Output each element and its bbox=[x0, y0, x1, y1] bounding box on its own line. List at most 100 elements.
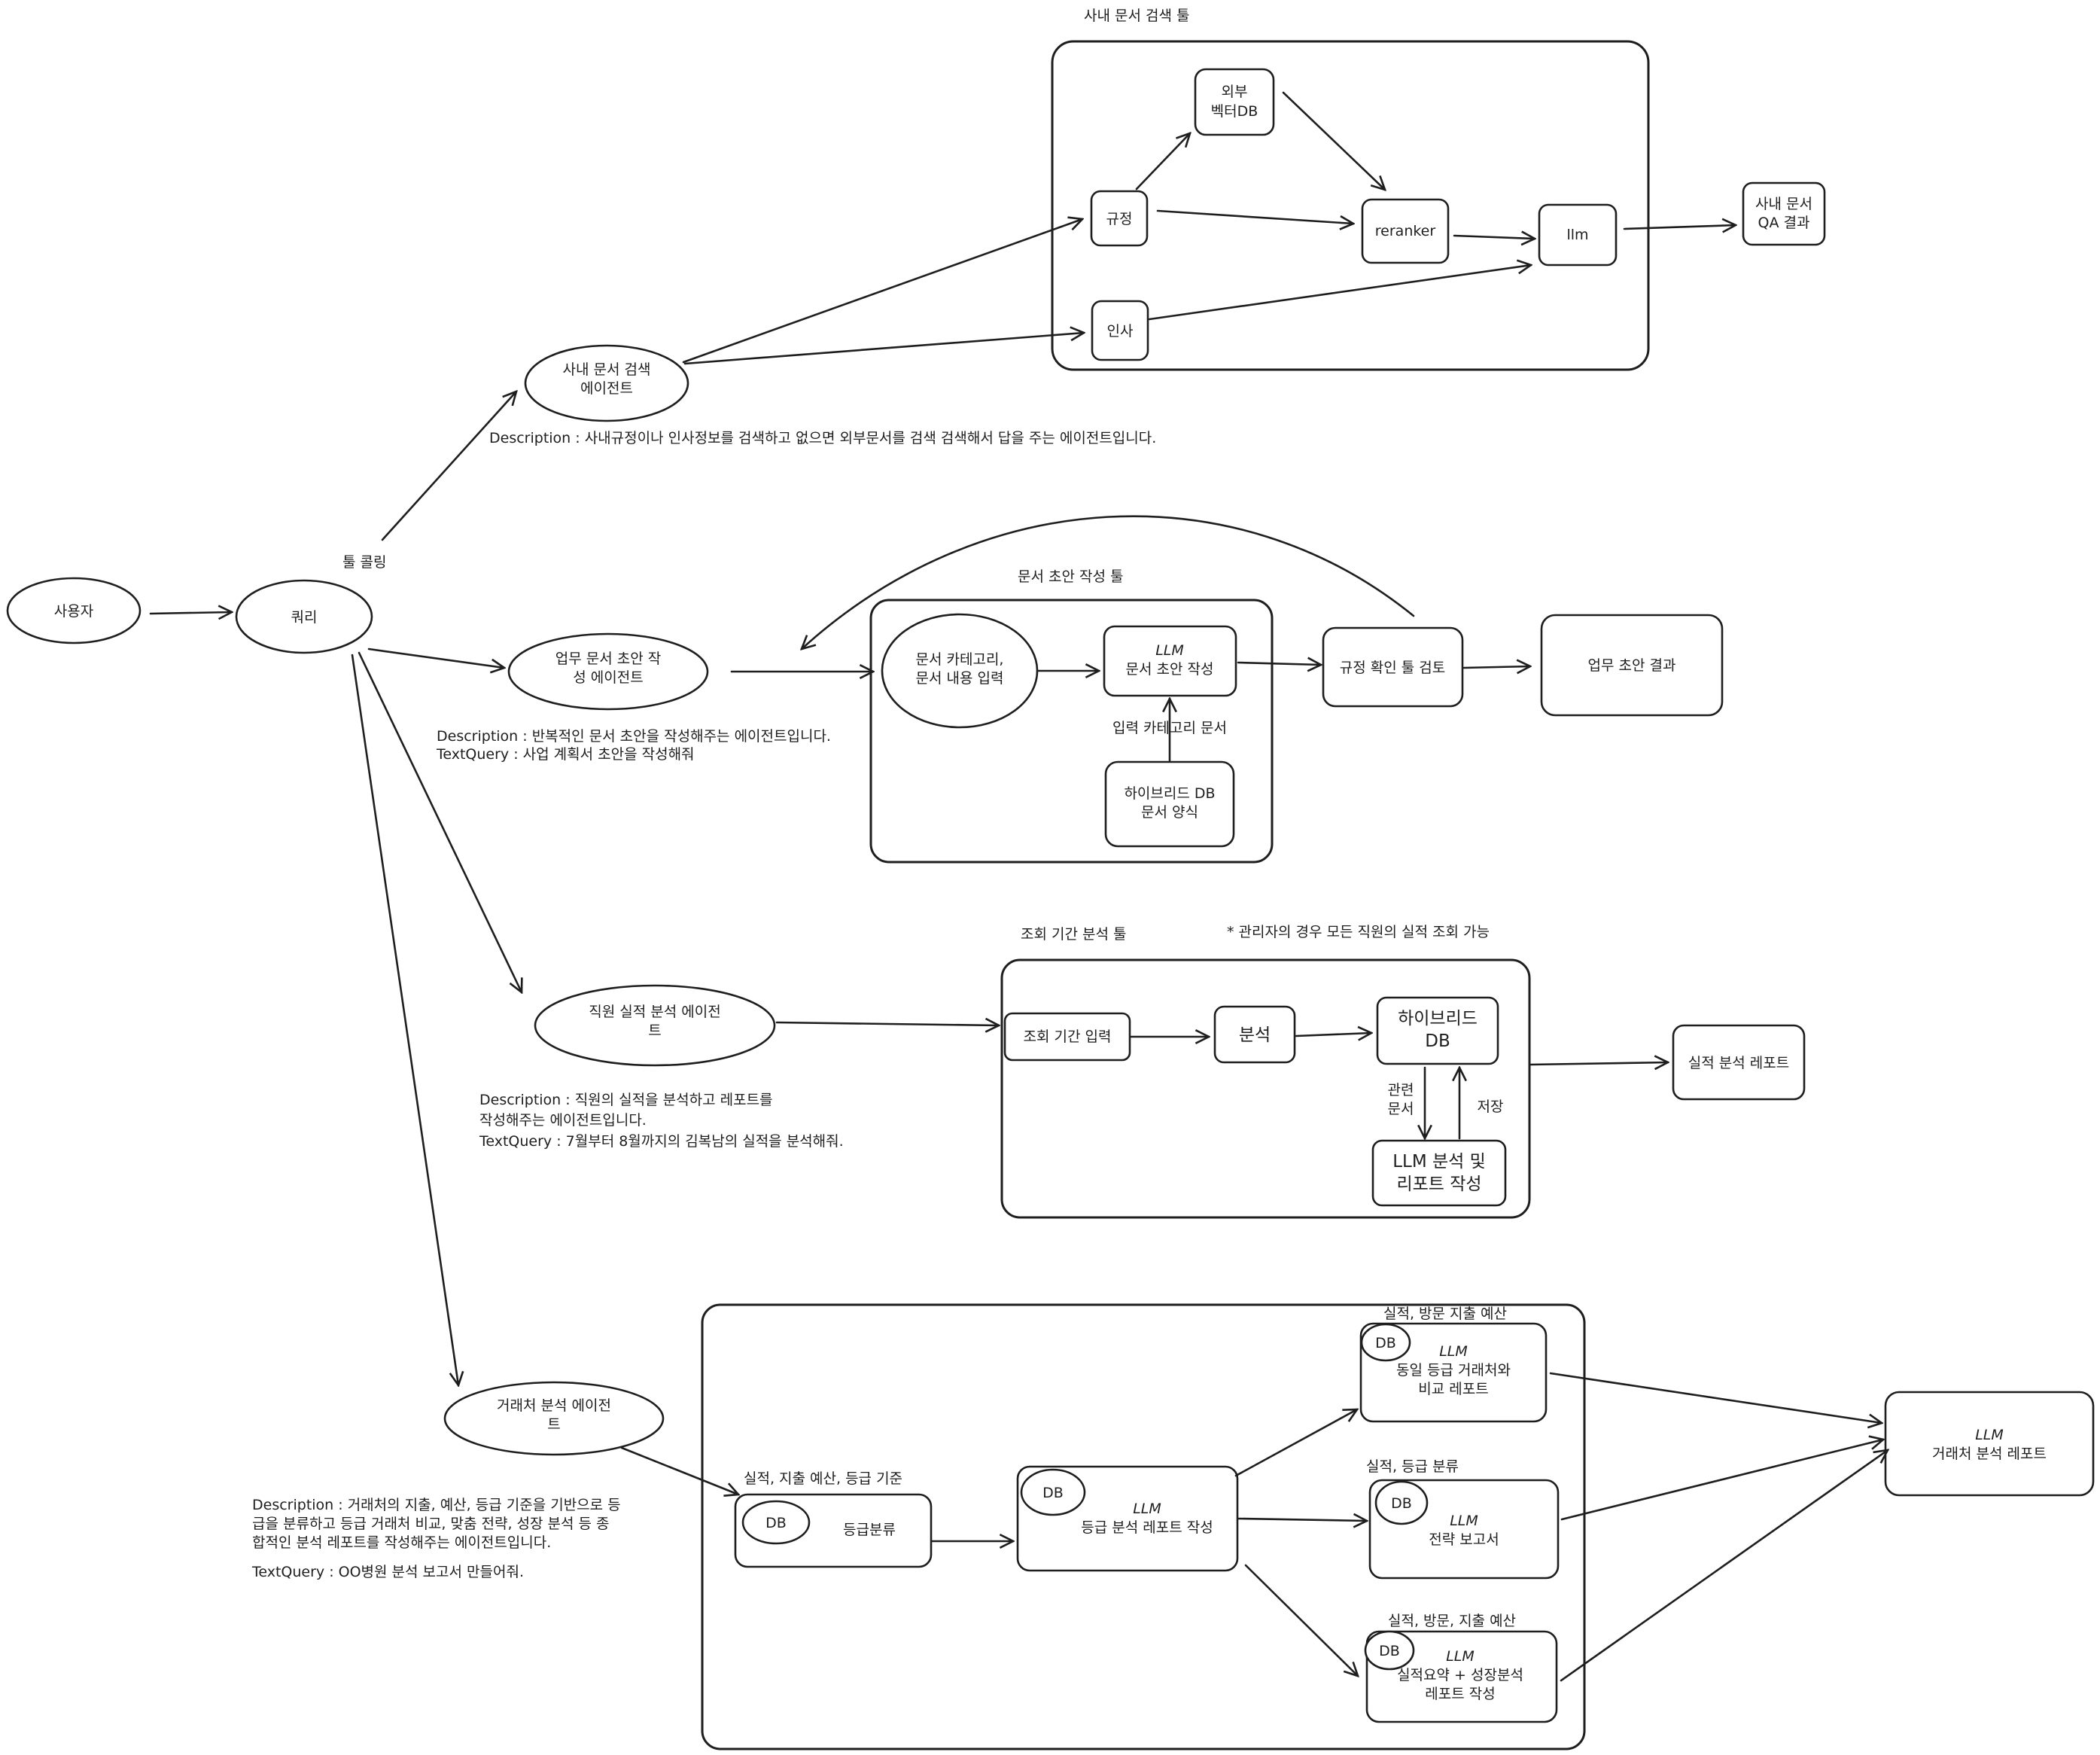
related-docs-label-1: 관련 bbox=[1388, 1082, 1414, 1098]
svg-text:LLM: LLM bbox=[1155, 642, 1184, 659]
perf-hybrid-db-node: 하이브리드 DB bbox=[1376, 996, 1499, 1065]
svg-text:문서 내용 입력: 문서 내용 입력 bbox=[916, 670, 1004, 687]
classify-input-label: 실적, 지출 예산, 등급 기준 bbox=[744, 1470, 902, 1487]
arrow-query-client bbox=[351, 654, 458, 1385]
query-node bbox=[235, 579, 373, 654]
growth-input-label: 실적, 방문, 지출 예산 bbox=[1388, 1613, 1516, 1629]
perf-text-query: TextQuery : 7월부터 8월까지의 김복남의 실적을 분석해줘. bbox=[479, 1133, 844, 1150]
svg-text:LLM: LLM bbox=[1446, 1648, 1475, 1665]
client-text-query: TextQuery : OO병원 분석 보고서 만들어줘. bbox=[251, 1564, 524, 1580]
arrow-review-result bbox=[1462, 666, 1530, 668]
arrow-agent-rules bbox=[682, 219, 1082, 364]
growth-report-node: DB LLM 실적요약 + 성장분석 레포트 작성 bbox=[1364, 1630, 1558, 1723]
draft-result-node: 업무 초안 결과 bbox=[1540, 614, 1724, 717]
arrow-user-query bbox=[149, 612, 232, 614]
svg-text:인사: 인사 bbox=[1107, 323, 1134, 340]
draft-agent: 업무 문서 초안 작 성 에이전트 bbox=[507, 632, 709, 711]
arrow-compare-final bbox=[1549, 1372, 1882, 1423]
doc-search-description: Description : 사내규정이나 인사정보를 검색하고 없으면 외부문서… bbox=[489, 430, 1156, 446]
perf-tool-title: 조회 기간 분석 툴 bbox=[1021, 926, 1126, 943]
svg-text:하이브리드: 하이브리드 bbox=[1398, 1009, 1478, 1028]
draft-tool-title: 문서 초안 작성 툴 bbox=[1018, 568, 1123, 585]
svg-text:LLM: LLM bbox=[1439, 1343, 1468, 1360]
compare-input-label: 실적, 방문 지출 예산 bbox=[1383, 1306, 1507, 1322]
grade-report-node: DB LLM 등급 분석 레포트 작성 bbox=[1016, 1465, 1239, 1572]
svg-text:레포트 작성: 레포트 작성 bbox=[1425, 1686, 1495, 1702]
svg-text:실적 분석 레포트: 실적 분석 레포트 bbox=[1688, 1055, 1789, 1071]
client-agent: 거래처 분석 에이전 트 bbox=[443, 1381, 665, 1456]
svg-text:DB: DB bbox=[1391, 1495, 1412, 1512]
svg-text:문서 초안 작성: 문서 초안 작성 bbox=[1126, 661, 1214, 678]
user-label: 사용자 bbox=[54, 603, 93, 620]
svg-text:규정 확인 툴 검토: 규정 확인 툴 검토 bbox=[1340, 660, 1445, 676]
svg-text:DB: DB bbox=[1425, 1031, 1450, 1051]
svg-text:llm: llm bbox=[1566, 227, 1588, 243]
user-node bbox=[6, 577, 142, 644]
svg-text:규정: 규정 bbox=[1106, 211, 1133, 227]
arrow-llm-result bbox=[1623, 225, 1736, 229]
svg-text:DB: DB bbox=[765, 1515, 787, 1531]
llm-analysis-report-node: LLM 분석 및 리포트 작성 bbox=[1371, 1139, 1507, 1207]
arrow-external-reranker bbox=[1282, 91, 1385, 190]
rules-node: 규정 bbox=[1090, 190, 1149, 247]
svg-text:트: 트 bbox=[648, 1022, 661, 1039]
doc-input-node: 문서 카테고리, 문서 내용 입력 bbox=[881, 613, 1039, 729]
svg-text:업무 문서 초안 작: 업무 문서 초안 작 bbox=[555, 651, 661, 667]
hr-node: 인사 bbox=[1091, 300, 1149, 361]
related-docs-label-2: 문서 bbox=[1388, 1101, 1414, 1117]
svg-text:업무 초안 결과: 업무 초안 결과 bbox=[1588, 657, 1676, 674]
svg-text:사내 문서 검색: 사내 문서 검색 bbox=[563, 361, 651, 378]
svg-text:LLM: LLM bbox=[1450, 1513, 1478, 1529]
arrow-rules-external bbox=[1135, 133, 1190, 190]
perf-report-node: 실적 분석 레포트 bbox=[1672, 1024, 1806, 1101]
doc-search-agent: 사내 문서 검색 에이전트 bbox=[524, 344, 689, 422]
connectors bbox=[149, 91, 1888, 1682]
reranker-node: reranker bbox=[1361, 198, 1450, 264]
hybrid-db-form-node: 하이브리드 DB 문서 양식 bbox=[1104, 760, 1235, 848]
arrow-query-doc-search bbox=[381, 392, 516, 541]
svg-text:에이전트: 에이전트 bbox=[580, 380, 633, 397]
perf-tool-group bbox=[1000, 958, 1531, 1219]
strategy-input-label: 실적, 등급 분류 bbox=[1366, 1458, 1459, 1475]
arrow-hr-llm bbox=[1148, 265, 1531, 321]
svg-text:리포트 작성: 리포트 작성 bbox=[1396, 1175, 1481, 1194]
draft-description: Description : 반복적인 문서 초안을 작성해주는 에이전트입니다. bbox=[437, 728, 831, 745]
rule-review-node: 규정 확인 툴 검토 bbox=[1322, 626, 1464, 708]
doc-search-tool-group bbox=[1051, 40, 1650, 371]
svg-text:문서 카테고리,: 문서 카테고리, bbox=[916, 651, 1004, 668]
svg-text:벡터DB: 벡터DB bbox=[1211, 103, 1258, 120]
arrow-analysis-hybrid bbox=[1295, 1033, 1371, 1036]
grade-classify-node: DB 등급분류 bbox=[734, 1493, 933, 1568]
svg-text:조회 기간 입력: 조회 기간 입력 bbox=[1024, 1028, 1112, 1045]
svg-text:reranker: reranker bbox=[1375, 223, 1436, 239]
svg-text:동일 등급 거래처와: 동일 등급 거래처와 bbox=[1396, 1362, 1511, 1379]
perf-description-1: Description : 직원의 실적을 분석하고 레포트를 bbox=[479, 1092, 773, 1108]
svg-text:사내 문서: 사내 문서 bbox=[1755, 196, 1812, 212]
save-label: 저장 bbox=[1478, 1098, 1504, 1115]
tool-calling-label: 툴 콜링 bbox=[342, 554, 386, 571]
arrow-grade-strategy bbox=[1237, 1519, 1367, 1521]
arrow-growth-final bbox=[1560, 1450, 1888, 1682]
draft-text-query: TextQuery : 사업 계획서 초안을 작성해줘 bbox=[436, 746, 695, 763]
svg-text:QA 결과: QA 결과 bbox=[1758, 215, 1810, 231]
arrow-perf-agent-period bbox=[775, 1022, 999, 1025]
client-final-report-node: LLM 거래처 분석 레포트 bbox=[1884, 1391, 2095, 1497]
arrow-perf-tool-report bbox=[1529, 1062, 1668, 1065]
arrow-strategy-final bbox=[1560, 1440, 1883, 1521]
arrow-agent-hr bbox=[683, 333, 1084, 365]
arrow-query-perf bbox=[358, 651, 522, 992]
arrow-grade-growth bbox=[1244, 1564, 1358, 1676]
svg-text:성 에이전트: 성 에이전트 bbox=[573, 669, 643, 686]
arrow-rules-reranker bbox=[1156, 209, 1353, 224]
svg-text:등급분류: 등급분류 bbox=[843, 1522, 896, 1538]
compare-report-node: DB LLM 동일 등급 거래처와 비교 레포트 bbox=[1359, 1322, 1548, 1423]
svg-text:LLM: LLM bbox=[1975, 1427, 2004, 1443]
svg-text:LLM: LLM bbox=[1133, 1501, 1161, 1517]
client-description-2: 급을 분류하고 등급 거래처 비교, 맞춤 전략, 성장 분석 등 종 bbox=[252, 1516, 610, 1532]
svg-text:실적요약 + 성장분석: 실적요약 + 성장분석 bbox=[1397, 1667, 1523, 1683]
perf-agent: 직원 실적 분석 에이전 트 bbox=[534, 984, 776, 1067]
svg-text:비교 레포트: 비교 레포트 bbox=[1418, 1381, 1488, 1397]
client-description-1: Description : 거래처의 지출, 예산, 등급 기준을 기반으로 등 bbox=[252, 1497, 621, 1513]
arrow-query-draft bbox=[367, 647, 504, 668]
